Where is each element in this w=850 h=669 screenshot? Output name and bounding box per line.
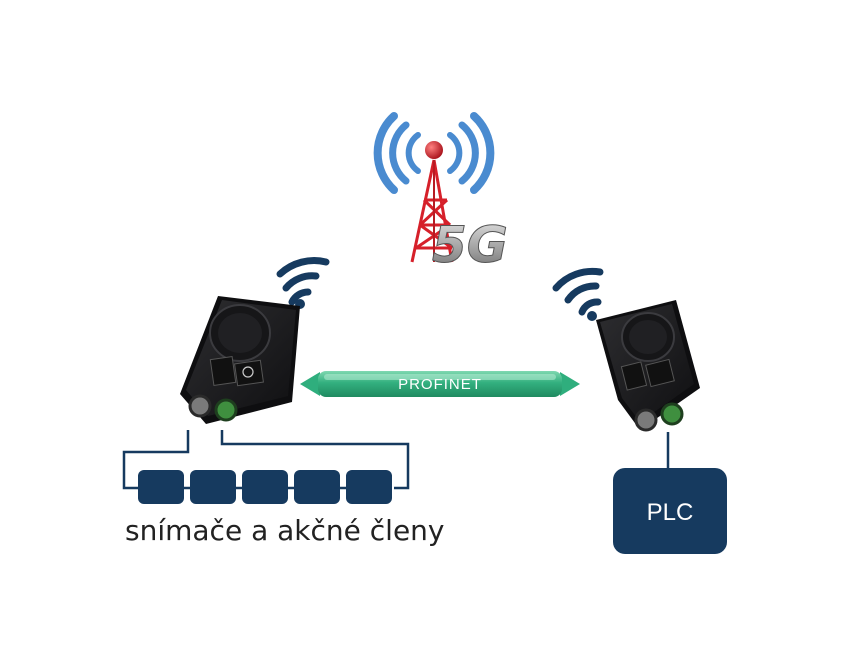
field-devices-caption: snímače a akčné členy xyxy=(125,514,445,547)
field-devices xyxy=(138,470,392,504)
tower-beacon xyxy=(425,141,443,159)
5g-badge: 5G xyxy=(432,216,508,274)
tower-mast xyxy=(410,159,454,263)
right-wifi-icon xyxy=(552,267,604,321)
field-device xyxy=(190,470,236,504)
5g-tower-icon: 5G xyxy=(373,112,508,275)
right-connector-1 xyxy=(634,408,658,432)
field-device xyxy=(346,470,392,504)
plc-node: PLC xyxy=(613,432,727,554)
field-device xyxy=(294,470,340,504)
left-connector-1 xyxy=(188,394,212,418)
plc-label: PLC xyxy=(647,499,694,526)
left-wifi-icon xyxy=(276,257,330,309)
left-io-module xyxy=(180,257,330,424)
field-device xyxy=(242,470,288,504)
radio-waves-icon xyxy=(373,112,495,194)
profinet-link: PROFINET xyxy=(300,371,580,397)
left-connector-2 xyxy=(214,398,238,422)
right-connector-2 xyxy=(660,402,684,426)
field-bus xyxy=(122,430,410,490)
field-device xyxy=(138,470,184,504)
right-io-module xyxy=(552,267,700,432)
profinet-label: PROFINET xyxy=(398,376,482,393)
